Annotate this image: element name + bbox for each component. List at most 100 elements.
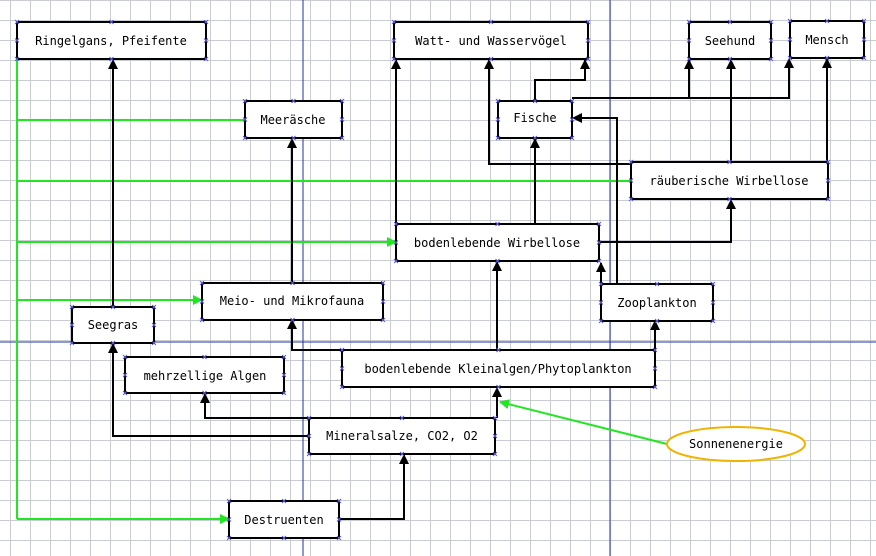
handle-mark bbox=[824, 55, 830, 61]
handle-mark bbox=[290, 280, 295, 286]
node-ringelgans[interactable]: Ringelgans, Pfeifente bbox=[16, 21, 207, 60]
handle-mark bbox=[380, 299, 386, 304]
handle-mark bbox=[393, 258, 399, 264]
handle-mark bbox=[727, 19, 733, 25]
handle-mark bbox=[585, 56, 591, 62]
node-meeraesche[interactable]: Meeräsche bbox=[244, 100, 343, 139]
handle-mark bbox=[291, 98, 296, 104]
node-mehrzellige-algen[interactable]: mehrzellige Algen bbox=[124, 356, 285, 394]
node-meeraesche-label: Meeräsche bbox=[260, 113, 325, 127]
node-mehrzellige-label: mehrzellige Algen bbox=[144, 369, 267, 383]
handle-mark bbox=[199, 317, 205, 323]
handle-mark bbox=[226, 498, 232, 504]
handle-mark bbox=[492, 451, 498, 457]
arrow-destruenten-mineral bbox=[339, 454, 409, 520]
handle-mark bbox=[69, 304, 75, 310]
node-raeuberisch-label: räuberische Wirbellose bbox=[650, 174, 809, 188]
handle-mark bbox=[532, 135, 538, 141]
handle-mark bbox=[281, 535, 287, 541]
handle-mark bbox=[598, 300, 604, 305]
handle-mark bbox=[110, 304, 116, 310]
handle-mark bbox=[380, 280, 386, 286]
arrow-zooplankton-fische bbox=[572, 113, 618, 284]
handle-mark bbox=[122, 372, 128, 378]
node-seehund[interactable]: Seehund bbox=[688, 21, 772, 60]
node-raeuberische-wirbellose[interactable]: räuberische Wirbellose bbox=[630, 161, 829, 200]
handle-mark bbox=[686, 38, 692, 43]
node-destruenten[interactable]: Destruenten bbox=[228, 500, 340, 539]
node-meio-und-mikrofauna[interactable]: Meio- und Mikrofauna bbox=[201, 282, 384, 321]
node-meio-label: Meio- und Mikrofauna bbox=[220, 294, 365, 308]
handle-mark bbox=[336, 535, 342, 541]
handle-mark bbox=[861, 37, 867, 42]
handle-mark bbox=[69, 322, 75, 328]
handle-mark bbox=[861, 18, 867, 24]
arrow-mineral-mehrzellige bbox=[200, 393, 309, 419]
handle-mark bbox=[391, 19, 397, 25]
handle-mark bbox=[14, 19, 20, 25]
handle-mark bbox=[787, 37, 793, 42]
node-fische-label: Fische bbox=[513, 111, 556, 125]
node-mensch-label: Mensch bbox=[805, 33, 848, 47]
handle-mark bbox=[492, 433, 498, 439]
node-mensch[interactable]: Mensch bbox=[789, 20, 865, 59]
handle-mark bbox=[569, 98, 575, 104]
handle-mark bbox=[393, 240, 399, 245]
node-sonnenenergie[interactable]: Sonnenenergie bbox=[666, 426, 806, 462]
node-fische[interactable]: Fische bbox=[497, 100, 573, 139]
handle-mark bbox=[242, 117, 248, 122]
handle-mark bbox=[202, 390, 207, 396]
node-watt-label: Watt- und Wasservögel bbox=[415, 34, 567, 48]
handle-mark bbox=[306, 451, 312, 457]
handle-mark bbox=[710, 318, 716, 324]
handle-mark bbox=[380, 317, 386, 323]
handle-mark bbox=[652, 366, 658, 371]
handle-mark bbox=[199, 280, 205, 286]
node-kleinalgen-phytoplankton[interactable]: bodenlebende Kleinalgen/Phytoplankton bbox=[341, 349, 656, 388]
handle-mark bbox=[727, 196, 732, 202]
handle-mark bbox=[242, 98, 248, 104]
node-destruenten-label: Destruenten bbox=[244, 513, 323, 527]
handle-mark bbox=[339, 366, 345, 371]
handle-mark bbox=[861, 55, 867, 61]
handle-mark bbox=[825, 196, 831, 202]
handle-mark bbox=[122, 390, 128, 396]
node-ringelgans-label: Ringelgans, Pfeifente bbox=[35, 34, 187, 48]
handle-mark bbox=[495, 98, 501, 104]
handle-mark bbox=[768, 56, 774, 62]
handle-mark bbox=[628, 178, 634, 183]
node-sonnenenergie-label: Sonnenenergie bbox=[689, 437, 783, 451]
handle-mark bbox=[569, 117, 575, 122]
handle-mark bbox=[825, 178, 831, 183]
node-kleinalgen-label: bodenlebende Kleinalgen/Phytoplankton bbox=[364, 362, 631, 376]
node-mineralsalze[interactable]: Mineralsalze, CO2, O2 bbox=[308, 417, 496, 455]
green-sonne-to-kleinalgen bbox=[499, 399, 668, 445]
node-seegras-label: Seegras bbox=[88, 318, 139, 332]
handle-mark bbox=[281, 498, 287, 504]
handle-mark bbox=[109, 56, 114, 62]
black-arrows bbox=[108, 58, 832, 520]
arrow-bw-raeuberische bbox=[599, 199, 736, 243]
handle-mark bbox=[393, 221, 399, 227]
handle-mark bbox=[339, 384, 345, 390]
handle-mark bbox=[585, 38, 591, 43]
handle-mark bbox=[306, 433, 312, 439]
node-bodenlebende-wirbellose[interactable]: bodenlebende Wirbellose bbox=[395, 223, 600, 262]
handle-mark bbox=[281, 354, 287, 360]
node-zooplankton[interactable]: Zooplankton bbox=[600, 283, 714, 322]
handle-mark bbox=[14, 56, 20, 62]
handle-mark bbox=[242, 135, 248, 141]
handle-mark bbox=[339, 347, 345, 353]
arrow-fische-mensch bbox=[689, 58, 794, 99]
handle-mark bbox=[281, 390, 287, 396]
node-watt-und-wasservoegel[interactable]: Watt- und Wasservögel bbox=[393, 21, 589, 60]
handle-mark bbox=[391, 56, 397, 62]
node-seegras[interactable]: Seegras bbox=[71, 306, 155, 344]
handle-mark bbox=[199, 299, 205, 304]
handle-mark bbox=[226, 517, 232, 522]
handle-mark bbox=[768, 19, 774, 25]
handle-mark bbox=[532, 98, 538, 104]
handle-mark bbox=[391, 38, 397, 43]
handle-mark bbox=[14, 38, 20, 43]
